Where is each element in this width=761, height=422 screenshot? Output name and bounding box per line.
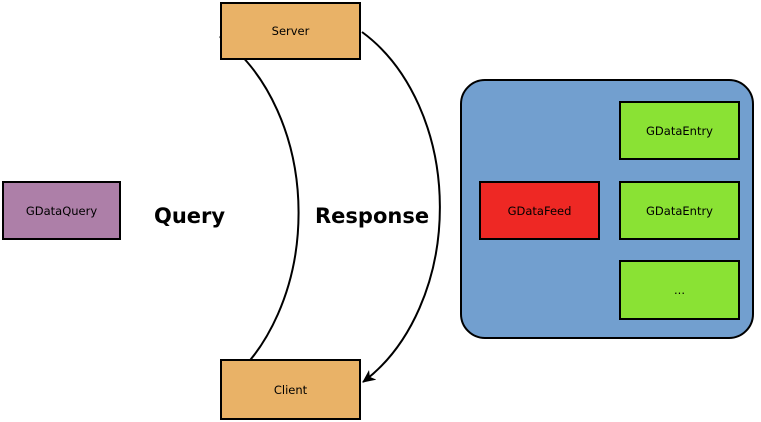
client-node: Client (220, 359, 361, 420)
client-node-label: Client (273, 382, 308, 397)
gdataentry-node-1: GDataEntry (619, 101, 740, 160)
gdataquery-node: GDataQuery (2, 181, 121, 240)
query-edge-label: Query (154, 204, 226, 228)
response-arrow (361, 31, 441, 383)
query-arrow (219, 36, 300, 389)
gdataentry-node-1-label: GDataEntry (646, 123, 713, 138)
gdataentry-node-2-label: GDataEntry (646, 203, 713, 218)
response-edge-label: Response (315, 204, 430, 228)
server-node: Server (220, 2, 361, 60)
gdatafeed-node-label: GDataFeed (507, 203, 572, 218)
gdataentry-node-2: GDataEntry (619, 181, 740, 240)
gdataentry-node-more-label: ... (674, 283, 685, 297)
gdataentry-node-more: ... (619, 260, 740, 320)
gdatafeed-node: GDataFeed (479, 181, 600, 240)
server-node-label: Server (271, 24, 310, 38)
gdataquery-node-label: GDataQuery (25, 203, 98, 218)
